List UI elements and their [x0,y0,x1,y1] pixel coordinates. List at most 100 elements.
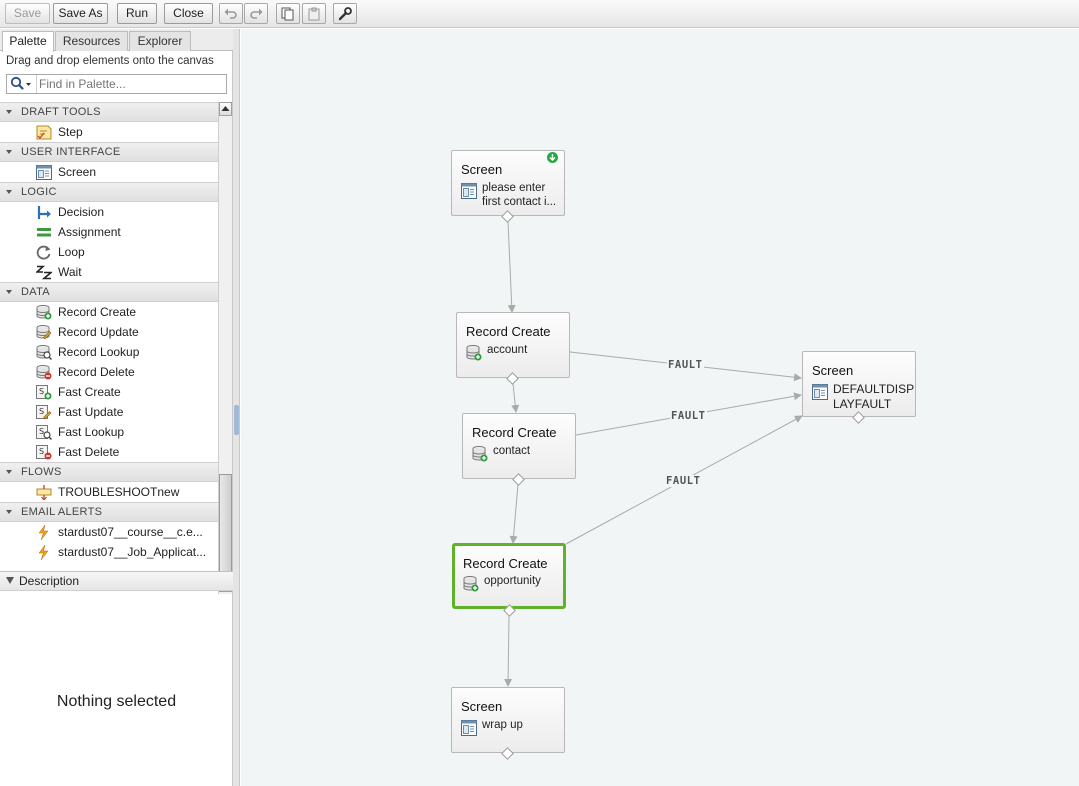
node-title: Screen [461,162,503,177]
wait-icon [36,265,52,280]
copy-button[interactable] [276,3,300,24]
node-title: Screen [461,699,503,714]
fast-update-icon: S [36,405,52,420]
palette-item-fast-create[interactable]: S Fast Create [0,382,218,402]
category-draft-tools[interactable]: DRAFT TOOLS [0,102,218,122]
step-icon [36,125,52,140]
paste-button[interactable] [302,3,326,24]
record-update-icon [36,325,52,340]
description-empty-text: Nothing selected [56,693,177,710]
connector-screen1-account[interactable] [507,220,516,313]
properties-button[interactable] [333,3,357,24]
wrench-icon [338,7,352,21]
screen-icon [36,165,52,180]
screen-icon [812,384,828,400]
palette-item-screen[interactable]: Screen [0,162,218,182]
assignment-icon [37,228,51,237]
palette-item-email-alert[interactable]: stardust07__course__c.e... [0,522,218,542]
run-button[interactable]: Run [117,3,157,24]
palette-item-record-delete[interactable]: Record Delete [0,362,218,382]
flow-node-record-create-contact[interactable]: Record Create contact [462,413,576,479]
palette-item-assignment[interactable]: Assignment [0,222,218,242]
record-create-icon [466,345,482,361]
palette-item-fast-delete[interactable]: S Fast Delete [0,442,218,462]
save-as-button[interactable]: Save As [53,3,108,24]
scroll-up-button[interactable] [219,102,232,116]
record-delete-icon [36,365,52,380]
fast-create-icon: S [36,385,52,400]
flow-canvas[interactable]: FAULT FAULT FAULT Screen please enter fi… [241,29,1079,786]
panel-splitter[interactable] [233,29,240,786]
decision-icon [37,206,51,219]
flow-node-record-create-opportunity[interactable]: Record Create opportunity [452,543,566,609]
category-flows[interactable]: FLOWS [0,462,218,482]
record-create-icon [36,305,52,320]
close-button[interactable]: Close [164,3,213,24]
node-label: opportunity [484,575,541,587]
connector-opportunity-wrapup[interactable] [504,615,513,687]
palette-item-fast-lookup[interactable]: S Fast Lookup [0,422,218,442]
node-label: please enter first contact i... [482,182,557,208]
flow-node-screen-wrap-up[interactable]: Screen wrap up [451,687,565,753]
svg-text:S: S [39,387,44,396]
node-title: Record Create [466,324,551,339]
category-logic[interactable]: LOGIC [0,182,218,202]
fast-delete-icon: S [36,445,52,460]
toolbar: Save Save As Run Close [0,0,1079,28]
start-element-icon [547,152,558,163]
lightning-icon [38,525,49,540]
palette-scrollbar[interactable] [218,102,232,594]
palette-item-step[interactable]: Step [0,122,218,142]
connector-lines [504,220,803,687]
flow-node-screen-start[interactable]: Screen please enter first contact i... [451,150,565,216]
palette-item-record-update[interactable]: Record Update [0,322,218,342]
connector-contact-opportunity[interactable] [509,483,519,544]
lightning-icon [38,545,49,560]
tab-explorer[interactable]: Explorer [129,31,191,51]
node-title: Record Create [463,556,548,571]
description-header[interactable]: Description [0,571,233,591]
scroll-thumb[interactable] [219,474,232,576]
palette-list: DRAFT TOOLS Step USER INTERFACE Screen L… [0,102,218,568]
palette-search-input[interactable] [39,76,225,92]
paste-icon [308,7,320,21]
svg-text:S: S [39,407,44,416]
palette-item-fast-update[interactable]: S Fast Update [0,402,218,422]
search-icon[interactable] [7,75,37,93]
node-title: Screen [812,363,854,378]
left-panel: Palette Resources Explorer Drag and drop… [0,29,233,786]
node-label: wrap up [482,719,523,731]
palette-item-record-lookup[interactable]: Record Lookup [0,342,218,362]
node-title: Record Create [472,425,557,440]
save-button[interactable]: Save [5,3,50,24]
record-lookup-icon [36,345,52,360]
node-label: account [487,344,528,356]
redo-icon [250,8,263,19]
palette-item-troubleshootnew[interactable]: TROUBLESHOOTnew [0,482,218,502]
redo-button[interactable] [244,3,268,24]
tab-resources[interactable]: Resources [55,31,128,51]
category-user-interface[interactable]: USER INTERFACE [0,142,218,162]
connector-account-contact[interactable] [511,383,520,413]
flow-node-screen-default-fault[interactable]: Screen DEFAULTDISPLAYFAULT [802,351,916,417]
splitter-grip[interactable] [234,405,239,435]
fast-lookup-icon: S [36,425,52,440]
node-label: DEFAULTDISPLAYFAULT [833,382,915,411]
palette-item-wait[interactable]: Wait [0,262,218,282]
fault-label: FAULT [667,359,704,371]
screen-icon [461,183,477,199]
tab-palette[interactable]: Palette [2,31,54,52]
palette-item-record-create[interactable]: Record Create [0,302,218,322]
palette-item-loop[interactable]: Loop [0,242,218,262]
copy-icon [281,7,294,21]
palette-search [6,74,227,94]
fault-label: FAULT [670,410,707,422]
palette-item-decision[interactable]: Decision [0,202,218,222]
screen-icon [461,720,477,736]
palette-item-email-alert[interactable]: stardust07__Job_Applicat... [0,542,218,562]
category-data[interactable]: DATA [0,282,218,302]
category-email-alerts[interactable]: EMAIL ALERTS [0,502,218,522]
flow-node-record-create-account[interactable]: Record Create account [456,312,570,378]
loop-icon [36,245,51,260]
undo-button[interactable] [219,3,243,24]
